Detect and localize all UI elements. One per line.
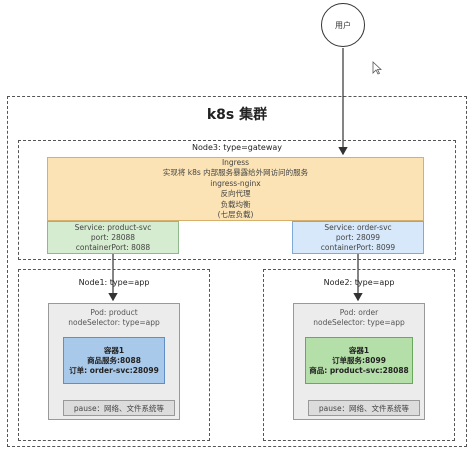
cluster-title: k8s 集群: [206, 107, 268, 123]
k8s-cluster-box: [7, 96, 467, 447]
node2-box: [263, 269, 455, 441]
container-line: 容器1: [103, 345, 125, 355]
container-line: 商品服务:8088: [87, 355, 141, 365]
pod-line: Pod: order: [339, 308, 379, 317]
container-product-box: 容器1 商品服务:8088 订单: order-svc:28099: [63, 337, 165, 384]
node1-title: Node1: type=app: [78, 278, 150, 287]
container-line: 订单服务:8099: [332, 355, 386, 365]
service-line: port: 28088: [90, 232, 136, 242]
node3-title: Node3: type=gateway: [192, 143, 282, 152]
pod-line: Pod: product: [90, 308, 138, 317]
pause-label: pause：网络、文件系统等: [73, 403, 165, 413]
container-order-box: 容器1 订单服务:8099 商品: product-svc:28088: [305, 337, 413, 384]
service-line: port: 28099: [335, 232, 381, 242]
container-line: 容器1: [348, 345, 370, 355]
service-line: containerPort: 8099: [320, 242, 396, 252]
node3-box: [18, 140, 456, 260]
ingress-line: ingress-nginx: [210, 178, 261, 188]
ingress-line: 反向代理: [220, 189, 251, 198]
ingress-line: 实现将 k8s 内部服务暴露给外网访问的服务: [162, 168, 309, 177]
node1-box: [18, 269, 210, 441]
pod-order-header: Pod: order nodeSelector: type=app: [293, 308, 425, 328]
ingress-box: Ingress 实现将 k8s 内部服务暴露给外网访问的服务 ingress-n…: [47, 157, 424, 221]
pause-container-order: pause：网络、文件系统等: [308, 400, 420, 416]
service-line: Service: product-svc: [74, 222, 152, 232]
pod-line: nodeSelector: type=app: [68, 318, 160, 327]
pause-container-product: pause：网络、文件系统等: [63, 400, 175, 416]
container-line: 商品: product-svc:28088: [309, 365, 409, 375]
pod-line: nodeSelector: type=app: [313, 318, 405, 327]
user-label: 用户: [335, 20, 351, 30]
service-product-box: Service: product-svc port: 28088 contain…: [47, 221, 179, 254]
pod-product-header: Pod: product nodeSelector: type=app: [48, 308, 180, 328]
mouse-pointer-icon: [372, 61, 383, 75]
service-order-box: Service: order-svc port: 28099 container…: [292, 221, 424, 254]
ingress-line: 负载均衡: [220, 199, 251, 209]
container-line: 订单: order-svc:28099: [69, 365, 159, 375]
ingress-line: Ingress: [221, 157, 250, 167]
service-line: containerPort: 8088: [75, 242, 151, 252]
user-node: 用户: [321, 3, 365, 47]
service-line: Service: order-svc: [324, 222, 392, 232]
node2-title: Node2: type=app: [323, 278, 395, 287]
pause-label: pause：网络、文件系统等: [318, 403, 410, 413]
ingress-line: (七层负载): [217, 210, 254, 219]
